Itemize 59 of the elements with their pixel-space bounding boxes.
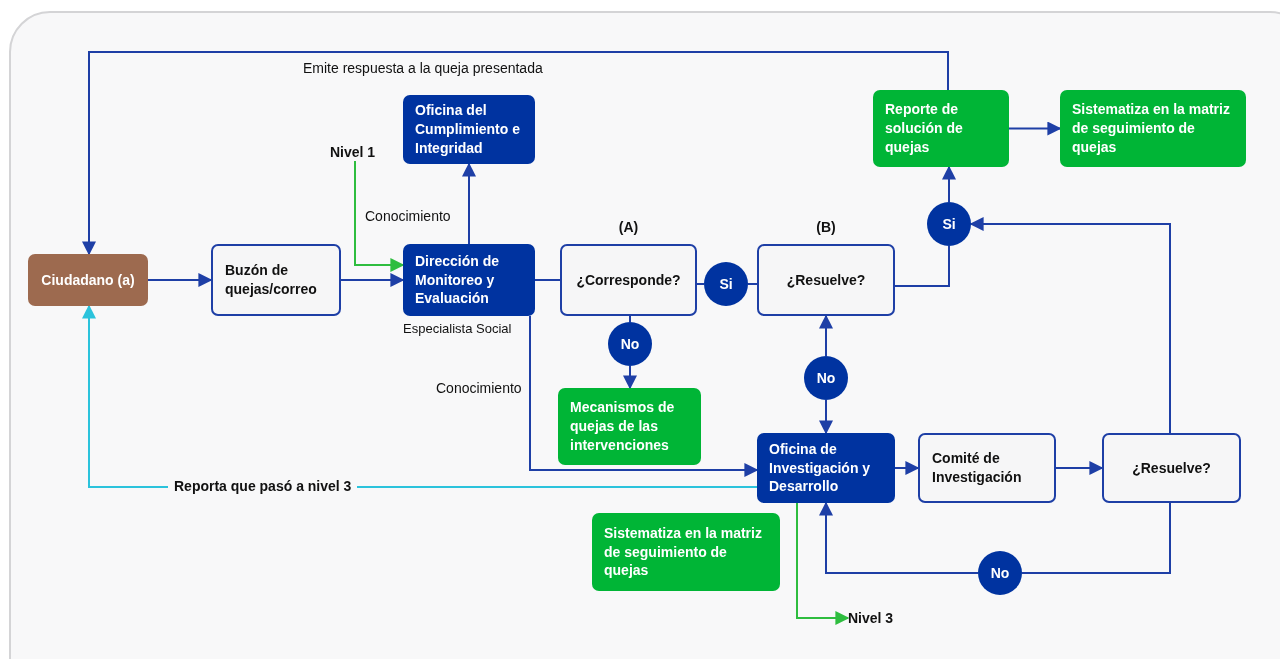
node-text: Mecanismos de quejas de las intervenciones <box>570 398 676 455</box>
node-text: ¿Resuelve? <box>1132 458 1211 478</box>
node-text: No <box>990 563 1010 583</box>
connector-line <box>534 279 561 281</box>
edge-label: Conocimiento <box>365 208 451 224</box>
arrow <box>819 399 833 435</box>
arrow <box>529 315 759 477</box>
arrow <box>796 502 850 625</box>
node-caption: Especialista Social <box>403 320 512 338</box>
result-box <box>558 388 701 465</box>
level-label: Nivel 3 <box>848 609 912 627</box>
level-label: Nivel 1 <box>330 143 382 161</box>
node-text: ¿Corresponde? <box>576 270 681 290</box>
arrow <box>1008 121 1062 136</box>
connector-line <box>747 283 758 285</box>
edge-label: Conocimiento <box>436 380 522 396</box>
arrow <box>147 273 213 287</box>
arrow <box>894 461 920 475</box>
node-text: No <box>816 368 836 388</box>
node-text: ¿Resuelve? <box>786 270 866 290</box>
actor-box <box>28 254 148 306</box>
connector-line <box>1021 502 1171 574</box>
arrow <box>623 365 637 390</box>
node-text: Reporte de solución de quejas <box>885 100 964 157</box>
connector-line <box>629 315 631 323</box>
process-box <box>918 433 1056 503</box>
arrow <box>354 160 405 272</box>
node-text: No <box>620 334 640 354</box>
process-box <box>211 244 341 316</box>
node-text: Ciudadano (a) <box>41 270 135 290</box>
node-text: Si <box>719 274 733 294</box>
result-box <box>592 513 780 591</box>
result-box <box>1060 90 1246 167</box>
edge-label: Reporta que pasó a nivel 3 <box>168 478 358 494</box>
node-text: Si <box>942 214 956 234</box>
node-text: Comité de Investigación <box>932 449 1023 487</box>
arrow <box>819 314 833 357</box>
node-text: Sistematiza en la matriz de seguimiento de quejas <box>604 523 763 581</box>
arrow <box>82 51 949 256</box>
connector-line <box>894 245 950 287</box>
arrow <box>1055 461 1104 475</box>
result-box <box>873 90 1009 167</box>
step-heading: (A) <box>617 218 640 237</box>
process-box <box>1102 433 1241 503</box>
office-box <box>757 433 895 503</box>
node-text: Sistematiza en la matriz de seguimiento de quejas <box>1072 100 1231 157</box>
arrow <box>819 501 979 574</box>
arrow <box>462 162 476 245</box>
node-text: Oficina de Investigación y Desarrollo <box>769 439 872 497</box>
node-text: Oficina del Cumplimiento e Integridad <box>415 101 521 158</box>
arrow <box>969 217 1171 434</box>
node-text: Buzón de quejas/correo <box>225 261 318 299</box>
arrow <box>942 165 956 203</box>
connector-line <box>696 283 705 285</box>
node-text: Dirección de Monitoreo y Evaluación <box>415 251 501 309</box>
arrow <box>340 273 405 287</box>
step-heading: (B) <box>815 218 837 237</box>
edge-label: Emite respuesta a la queja presentada <box>303 60 543 76</box>
office-box <box>403 95 535 164</box>
